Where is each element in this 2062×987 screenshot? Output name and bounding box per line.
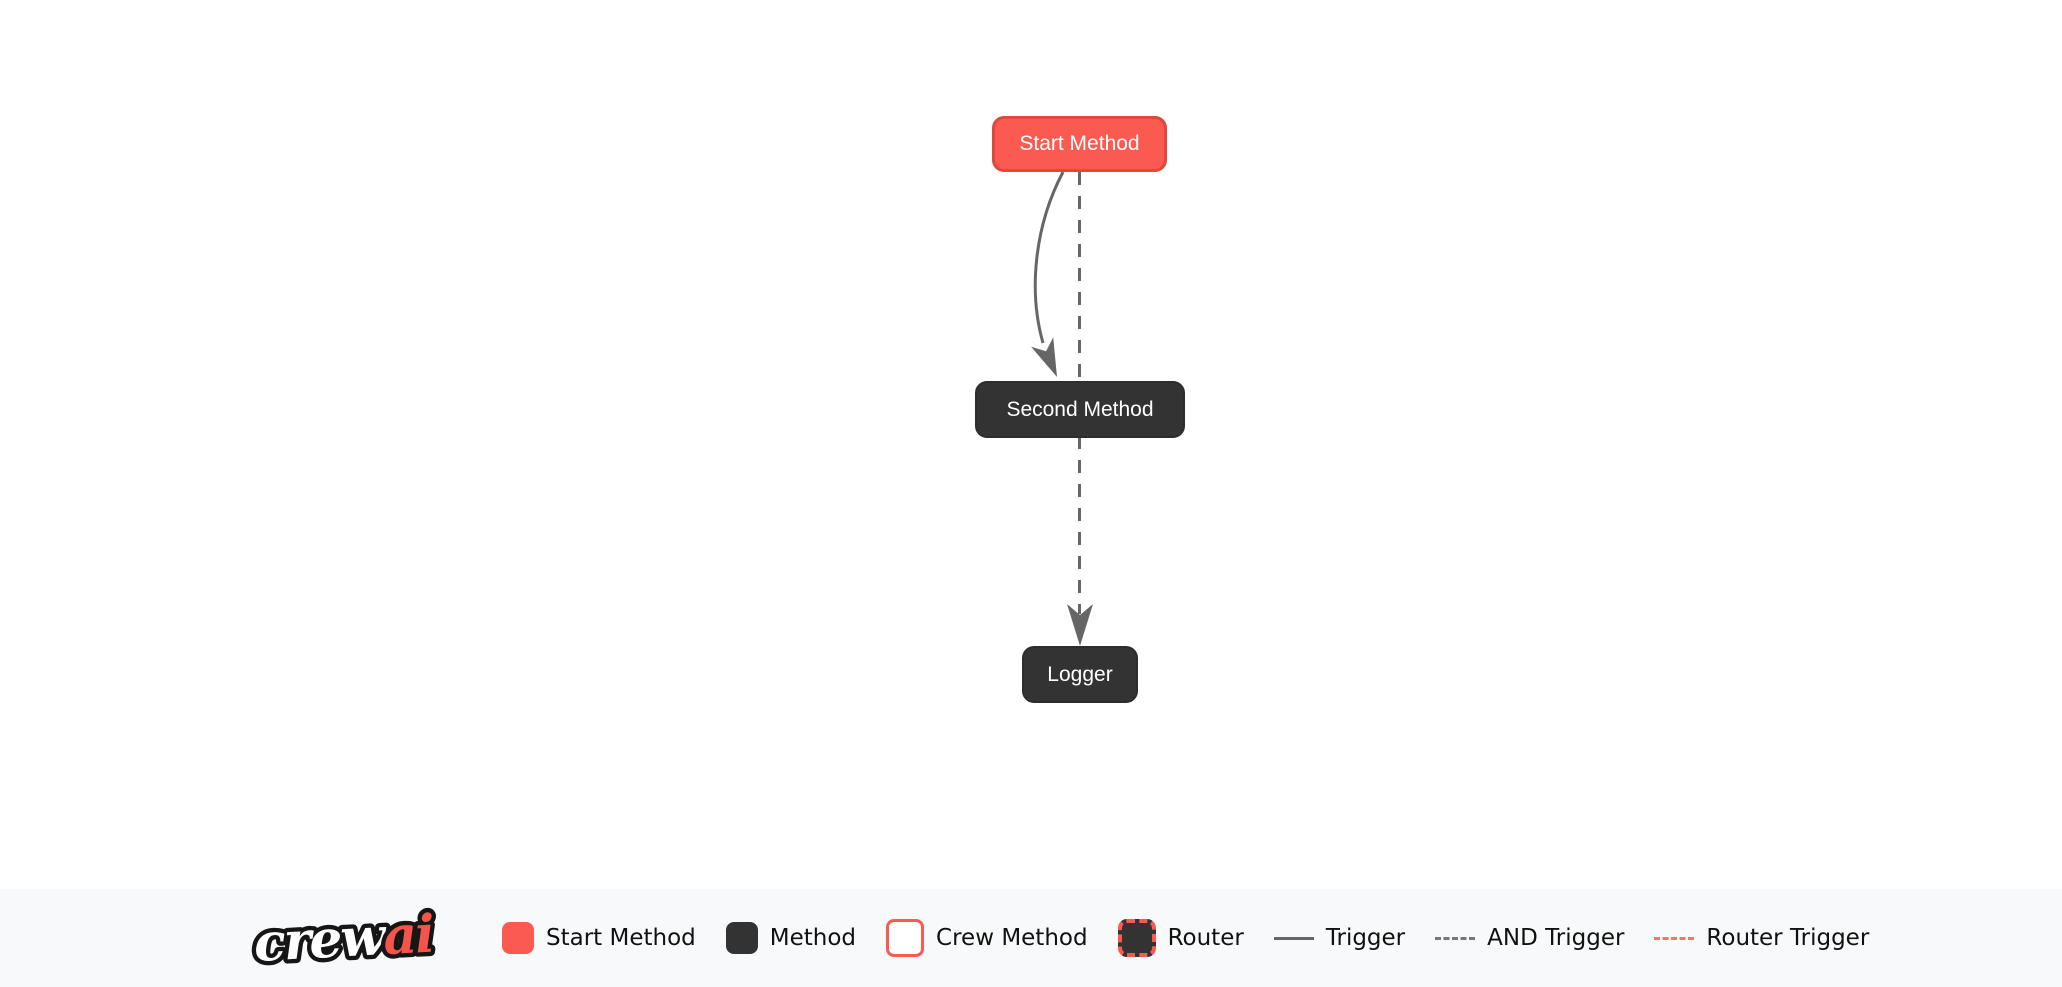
legend-label-router-trigger: Router Trigger	[1706, 925, 1870, 951]
arrowhead-into-second-method	[1031, 337, 1057, 377]
node-logger[interactable]: Logger	[1022, 646, 1138, 703]
flow-canvas[interactable]: Start Method Second Method Logger	[0, 0, 2062, 889]
node-start-method-label: Start Method	[1019, 132, 1140, 155]
crew-method-swatch-icon	[886, 919, 925, 957]
router-swatch-icon	[1117, 919, 1156, 957]
crewai-logo: crewai	[248, 899, 472, 978]
legend-label-trigger: Trigger	[1325, 925, 1406, 951]
legend-item-crew-method: Crew Method	[886, 919, 1088, 957]
legend-item-router-trigger: Router Trigger	[1654, 925, 1869, 951]
legend-item-and-trigger: AND Trigger	[1435, 925, 1624, 951]
legend-label-crew-method: Crew Method	[936, 925, 1088, 951]
arrowhead-into-logger	[1067, 604, 1093, 646]
and-trigger-line-icon	[1435, 936, 1476, 940]
node-second-method-label: Second Method	[1006, 397, 1154, 421]
legend-item-trigger: Trigger	[1273, 925, 1406, 951]
method-swatch-icon	[725, 922, 758, 954]
legend-item-start-method: Start Method	[502, 922, 696, 954]
trigger-line-icon	[1273, 936, 1314, 940]
legend-label-router: Router	[1167, 925, 1244, 951]
legend-label-method: Method	[769, 925, 857, 951]
node-start-method[interactable]: Start Method	[992, 116, 1167, 172]
legend-label-start-method: Start Method	[546, 925, 696, 951]
crewai-logo-text: crewai	[252, 904, 434, 974]
router-trigger-line-icon	[1654, 936, 1695, 940]
logo-ai-text: ai	[382, 904, 435, 968]
legend-bar: crewai Start Method Method Crew Method R…	[0, 889, 2062, 987]
node-second-method[interactable]: Second Method	[975, 381, 1185, 438]
edge-trigger-solid	[1033, 171, 1065, 344]
logo-crew-text: crew	[252, 906, 389, 974]
legend-item-router: Router	[1117, 919, 1244, 957]
start-method-swatch-icon	[502, 922, 534, 954]
node-logger-label: Logger	[1047, 662, 1113, 686]
legend-item-method: Method	[725, 922, 857, 954]
legend-label-and-trigger: AND Trigger	[1487, 925, 1625, 951]
